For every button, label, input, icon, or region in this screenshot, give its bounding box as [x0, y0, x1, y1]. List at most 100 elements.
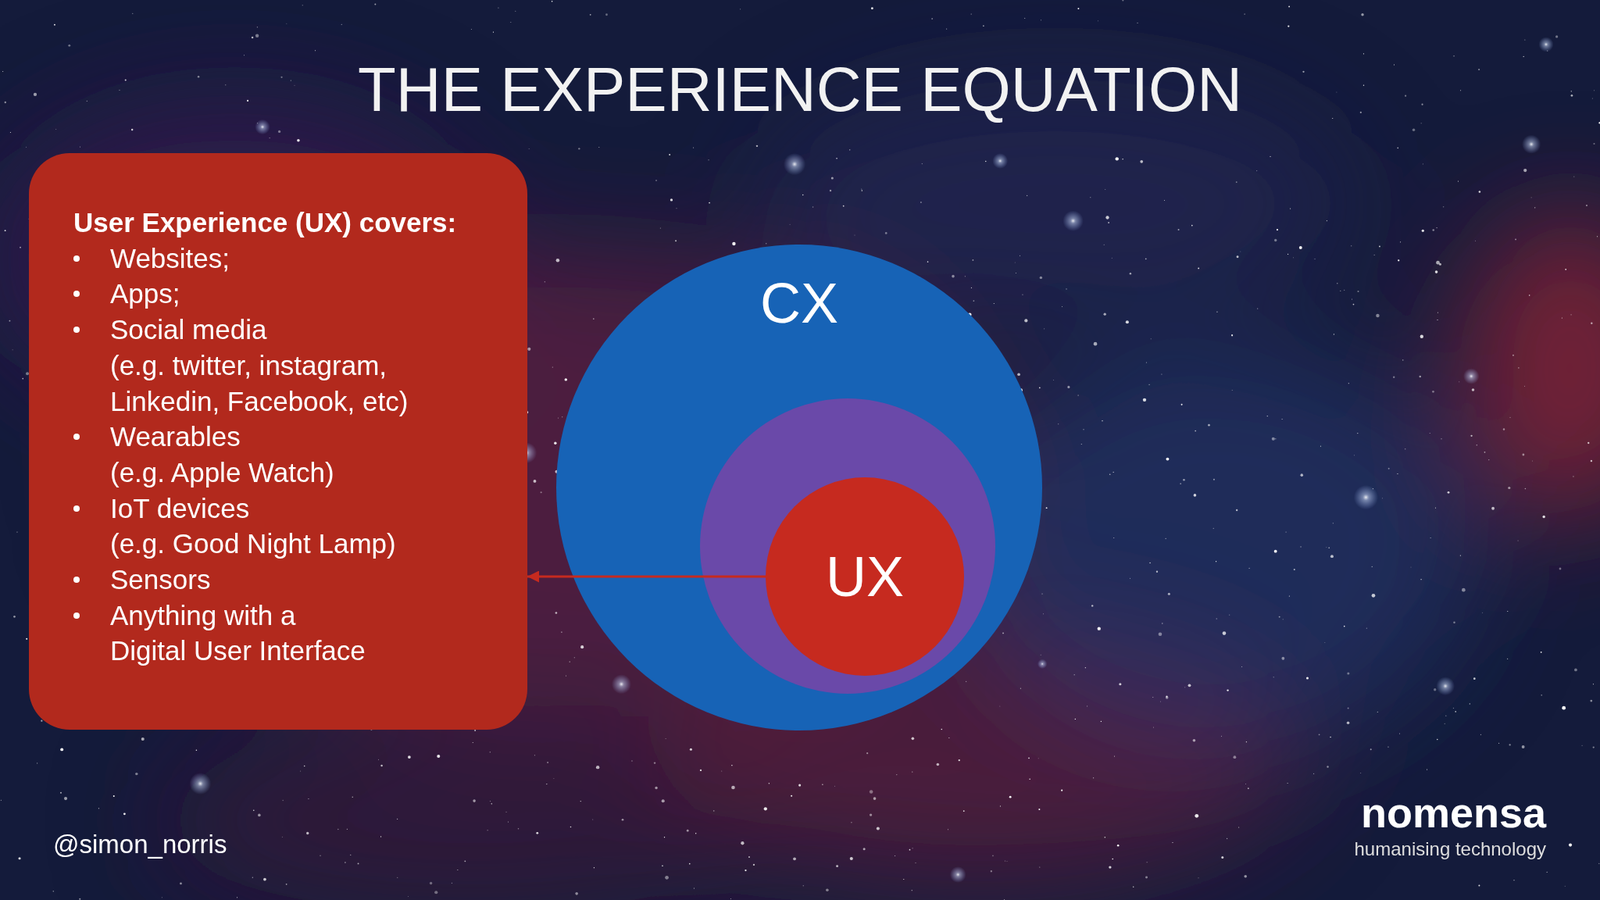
star [1103, 836, 1106, 839]
star [1592, 97, 1593, 99]
star [79, 146, 81, 148]
star [973, 300, 975, 302]
list-item: Anything with a Digital User Interface [110, 597, 423, 669]
star [1160, 374, 1162, 375]
star [341, 24, 343, 25]
star [1357, 290, 1359, 293]
star [740, 841, 744, 845]
star [792, 857, 797, 861]
star [1436, 319, 1438, 321]
star [1028, 757, 1030, 759]
star [951, 275, 955, 279]
star [534, 754, 536, 756]
star [1091, 604, 1093, 607]
star [1313, 773, 1315, 775]
star [990, 870, 993, 872]
star [1149, 384, 1150, 386]
star [17, 857, 21, 860]
star [60, 747, 64, 751]
bright-star [611, 674, 632, 694]
star [835, 157, 837, 159]
star [580, 645, 584, 649]
star [1371, 566, 1373, 568]
star [665, 738, 667, 740]
star [1100, 721, 1102, 722]
star [1596, 235, 1598, 237]
star [1247, 787, 1250, 790]
star [686, 829, 690, 833]
star [731, 764, 733, 766]
star [869, 813, 872, 816]
star [1393, 64, 1395, 65]
bright-star [1538, 36, 1554, 52]
star [1433, 688, 1436, 691]
star [1453, 707, 1454, 709]
star [903, 878, 904, 880]
star [1002, 632, 1004, 635]
star [1370, 748, 1372, 750]
star [472, 799, 476, 803]
star [739, 8, 741, 10]
star [396, 818, 398, 820]
star [263, 878, 267, 882]
star [1043, 328, 1045, 329]
star [1574, 668, 1578, 672]
star [1561, 317, 1563, 318]
star [821, 784, 823, 786]
star [4, 101, 7, 104]
star [1004, 860, 1006, 861]
star [1330, 554, 1334, 558]
star [1346, 721, 1350, 725]
star [1226, 838, 1228, 840]
star [1287, 25, 1290, 27]
bullet-dot [73, 505, 80, 512]
star [664, 875, 669, 880]
star [296, 139, 300, 143]
star [580, 800, 582, 802]
star [1077, 7, 1079, 10]
star [921, 163, 923, 165]
star [1371, 593, 1376, 598]
star [1006, 860, 1008, 862]
star [1267, 415, 1268, 417]
star [1592, 746, 1595, 748]
star [1585, 204, 1588, 207]
star [546, 783, 547, 785]
star [225, 84, 226, 86]
star [1276, 228, 1279, 231]
star [912, 847, 914, 849]
star [689, 863, 691, 865]
brand-logo: nomensa [1360, 790, 1547, 835]
star [1103, 312, 1107, 315]
star [1333, 333, 1335, 335]
star [731, 785, 736, 790]
star [1346, 671, 1350, 675]
star [1435, 260, 1440, 265]
star [1288, 6, 1290, 8]
star [118, 89, 120, 91]
star [963, 810, 965, 812]
star [1420, 578, 1422, 580]
star [1197, 877, 1199, 879]
star [1164, 200, 1165, 201]
star [135, 772, 138, 775]
star [871, 7, 874, 10]
star [492, 31, 494, 33]
star [300, 771, 301, 772]
star [0, 800, 2, 801]
star [407, 755, 411, 759]
star [1166, 457, 1170, 461]
star [863, 847, 866, 850]
star [293, 85, 295, 86]
star [605, 13, 608, 16]
star [514, 10, 516, 12]
star [1165, 538, 1167, 540]
star [589, 14, 592, 16]
star [1109, 473, 1111, 475]
star [764, 807, 768, 811]
star [1121, 158, 1123, 160]
star [689, 748, 693, 751]
star [936, 763, 940, 767]
star [1523, 168, 1527, 172]
star [1256, 170, 1258, 172]
